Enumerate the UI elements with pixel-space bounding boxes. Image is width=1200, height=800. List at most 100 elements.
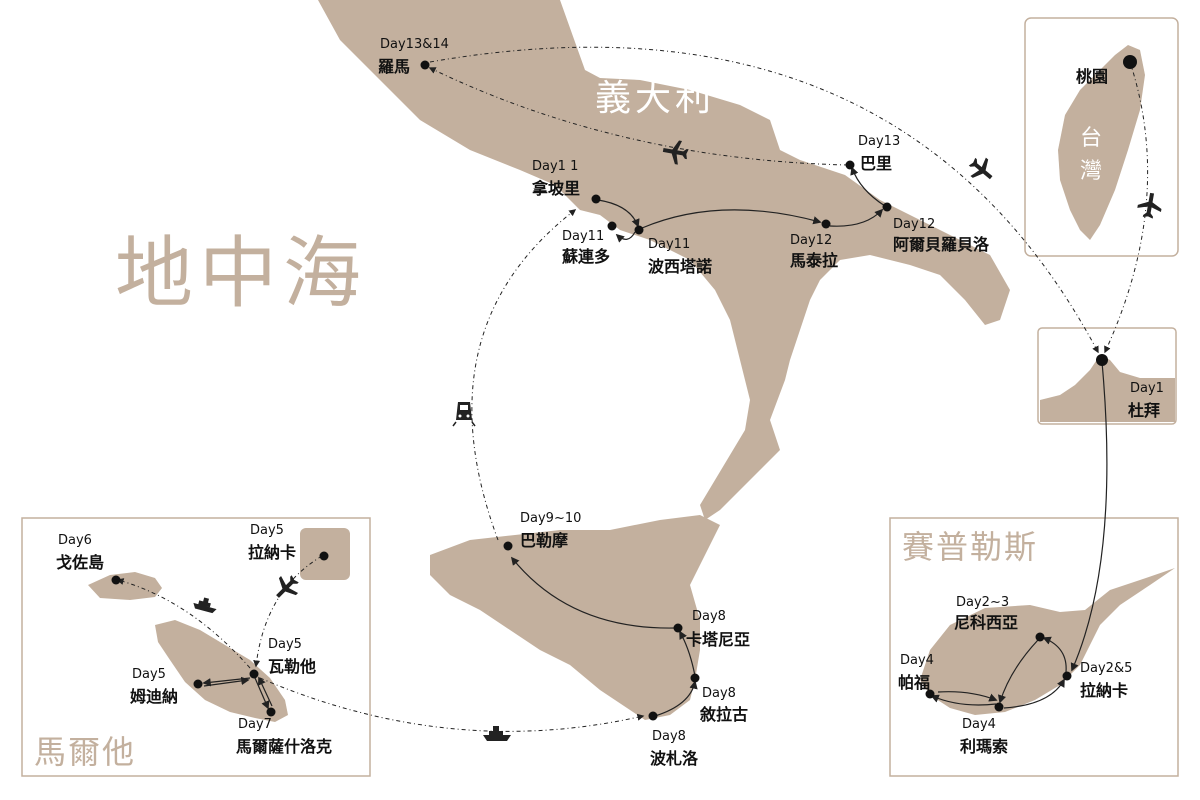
plane-icon <box>276 575 299 598</box>
larnaca-malta-name: 拉納卡 <box>248 543 296 562</box>
catania-name: 卡塔尼亞 <box>686 630 750 649</box>
route-siracusa-catania <box>679 630 696 677</box>
sorrento-marker[interactable] <box>607 221 617 231</box>
marsaxlokk-name: 馬爾薩什洛克 <box>236 737 332 756</box>
sorrento-day: Day11 <box>562 229 604 244</box>
siracusa-name: 敘拉古 <box>699 705 748 724</box>
taiwan-label-1: 台 <box>1080 126 1102 151</box>
route-bari-rome <box>428 67 849 166</box>
nicosia-name: 尼科西亞 <box>954 613 1018 632</box>
marsaxlokk-marker[interactable] <box>266 707 276 717</box>
bari-name: 巴里 <box>860 154 892 173</box>
route-larnaca-valletta <box>253 555 323 668</box>
positano-marker[interactable] <box>634 225 644 235</box>
route-pozzallo-siracusa <box>654 680 698 717</box>
rome-day: Day13&14 <box>380 37 449 52</box>
siracusa-day: Day8 <box>702 686 736 701</box>
taiwan-landmass <box>1058 45 1145 240</box>
italy-label: 義大利 <box>595 78 715 119</box>
route-valletta-marsaxlokk <box>254 677 270 710</box>
sicily-landmass <box>430 515 720 720</box>
alberobello-marker[interactable] <box>882 202 892 212</box>
route-positano-sorrento <box>615 231 636 243</box>
rome-name: 羅馬 <box>378 57 410 76</box>
taiwan-label-2: 灣 <box>1080 159 1102 184</box>
route-limassol-paphos <box>930 694 997 706</box>
paphos-day: Day4 <box>900 653 934 668</box>
rome-marker[interactable] <box>420 60 430 70</box>
larnaca-malta-day: Day5 <box>250 523 284 538</box>
matera-marker[interactable] <box>821 219 831 229</box>
sorrento-name: 蘇連多 <box>561 247 610 266</box>
limassol-name: 利瑪索 <box>960 737 1008 756</box>
route-palermo-naples <box>471 209 577 541</box>
route-paphos-limassol <box>937 691 998 702</box>
route-alberobello-bari <box>850 166 886 207</box>
larnaca-name: 拉納卡 <box>1080 681 1128 700</box>
catania-marker[interactable] <box>673 623 683 633</box>
pozzallo-marker[interactable] <box>648 711 658 721</box>
paphos-name: 帕福 <box>898 673 930 692</box>
gozo-marker[interactable] <box>111 575 121 585</box>
malta-main-landmass <box>155 620 288 722</box>
alberobello-day: Day12 <box>893 217 935 232</box>
cyprus-label: 賽普勒斯 <box>902 528 1038 566</box>
mdina-marker[interactable] <box>193 679 203 689</box>
route-rome-dubai <box>429 46 1099 354</box>
route-naples-positano <box>597 199 640 228</box>
naples-marker[interactable] <box>591 194 601 204</box>
gozo-name: 戈佐島 <box>56 553 104 572</box>
route-valletta-gozo <box>116 578 251 669</box>
palermo-day: Day9~10 <box>520 511 581 526</box>
larnaca-day: Day2&5 <box>1080 661 1132 676</box>
naples-name: 拿坡里 <box>531 179 580 198</box>
limassol-day: Day4 <box>962 717 996 732</box>
plane-icon <box>1137 192 1162 219</box>
train-icon <box>452 402 476 427</box>
mdina-name: 姆迪納 <box>130 687 178 706</box>
ship-icon <box>193 597 217 614</box>
route-dubai-larnaca <box>1070 361 1108 672</box>
marsaxlokk-day: Day7 <box>238 717 272 732</box>
mdina-day: Day5 <box>132 667 166 682</box>
dubai-marker[interactable] <box>1096 354 1108 366</box>
pozzallo-day: Day8 <box>652 729 686 744</box>
bari-marker[interactable] <box>845 160 855 170</box>
malta-label: 馬爾他 <box>34 733 136 771</box>
naples-day: Day1 1 <box>532 159 578 174</box>
limassol-marker[interactable] <box>994 702 1004 712</box>
valletta-marker[interactable] <box>249 669 259 679</box>
italy-landmass <box>318 0 1010 520</box>
gozo-landmass <box>88 572 162 600</box>
pozzallo-name: 波札洛 <box>650 749 699 768</box>
route-limassol-larnaca <box>1003 678 1065 709</box>
route-catania-palermo <box>510 556 676 629</box>
alberobello-name: 阿爾貝羅貝洛 <box>893 235 990 254</box>
route-larnaca-nicosia <box>1042 636 1067 673</box>
taoyuan-marker[interactable] <box>1123 55 1137 69</box>
mediterranean-label: 地中海 <box>115 229 367 319</box>
paphos-marker[interactable] <box>925 689 935 699</box>
matera-day: Day12 <box>790 233 832 248</box>
valletta-name: 瓦勒他 <box>268 657 316 676</box>
siracusa-marker[interactable] <box>690 673 700 683</box>
nicosia-day: Day2~3 <box>956 595 1009 610</box>
route-marsaxlokk-valletta <box>258 676 273 707</box>
larnaca-marker[interactable] <box>1062 671 1072 681</box>
positano-name: 波西塔諾 <box>648 257 712 276</box>
palermo-name: 巴勒摩 <box>520 531 568 550</box>
catania-day: Day8 <box>692 609 726 624</box>
palermo-marker[interactable] <box>503 541 513 551</box>
dubai-day: Day1 <box>1130 381 1164 396</box>
valletta-day: Day5 <box>268 637 302 652</box>
route-malta-pozzallo <box>259 677 645 732</box>
dubai-name: 杜拜 <box>1128 401 1160 420</box>
matera-name: 馬泰拉 <box>790 251 838 270</box>
nicosia-marker[interactable] <box>1035 632 1045 642</box>
larnaca-malta-marker[interactable] <box>319 551 329 561</box>
route-mdina-valletta <box>203 676 250 687</box>
route-matera-alberobello <box>829 208 884 227</box>
route-nicosia-limassol <box>997 639 1039 704</box>
